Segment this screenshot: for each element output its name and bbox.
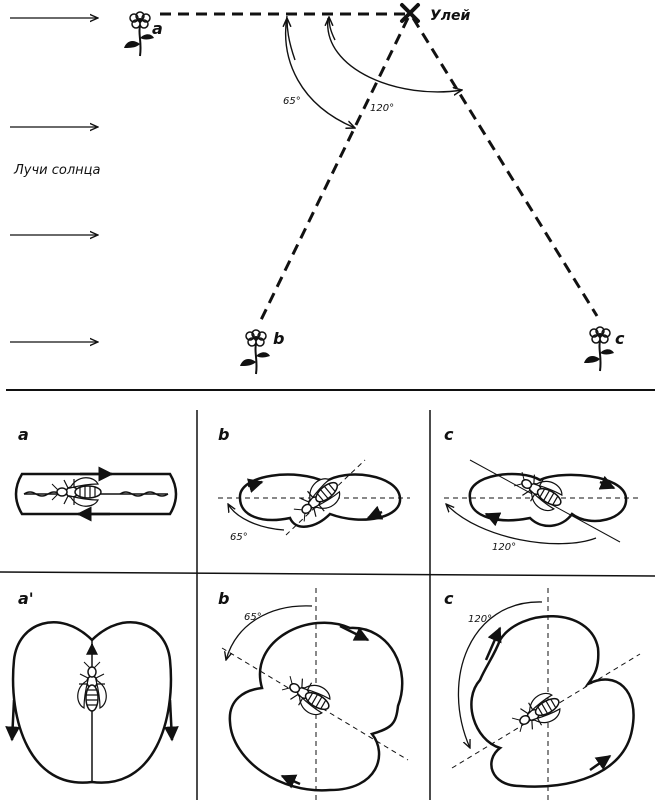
flower-c-label: c <box>615 329 625 348</box>
flower-b-label: b <box>273 329 284 348</box>
angle-label-c-row2: 120° <box>468 614 492 625</box>
bee-icon <box>51 476 102 508</box>
panel-r2-label-a: a' <box>18 589 34 608</box>
bee-icon <box>76 661 108 712</box>
angle-arc-120 <box>327 17 462 92</box>
panel-r1-label-c: c <box>444 425 454 444</box>
dance-b-row1: 65° <box>218 459 410 543</box>
grid-hline <box>0 571 656 577</box>
dance-a-row2 <box>5 621 179 784</box>
sun-rays <box>10 18 98 342</box>
bee-icon <box>289 472 347 527</box>
angle-label-b-row1: 65° <box>230 532 248 543</box>
path-to-b <box>258 17 410 323</box>
bee-icon <box>278 669 337 721</box>
flower-a-icon <box>123 11 155 57</box>
flight-paths <box>160 12 599 323</box>
panel-grid <box>0 410 656 800</box>
angle-arc-b-row1 <box>228 504 285 531</box>
angle-arc-b-row2 <box>226 605 313 660</box>
angle-label-65: 65° <box>283 96 301 107</box>
angle-arc-65-start <box>287 18 296 61</box>
dance-c-row2: 120° <box>451 588 641 800</box>
hive-label: Улей <box>430 8 471 24</box>
angle-arc-65 <box>285 15 355 128</box>
bee-icon <box>508 687 567 739</box>
sun-rays-label: Лучи солнца <box>13 163 100 178</box>
dance-c-row1: 120° <box>444 459 638 553</box>
flower-b-icon <box>239 329 271 375</box>
angle-arc-c-row2 <box>457 601 543 748</box>
angle-arc-c-row1 <box>446 504 597 545</box>
panel-r2-label-b: b <box>218 589 229 608</box>
angle-label-120: 120° <box>370 103 394 114</box>
dance-b-row2: 65° <box>221 588 409 800</box>
hive-marker <box>400 3 420 23</box>
flower-a-label: a <box>152 19 163 38</box>
angle-label-b-row2: 65° <box>244 612 262 623</box>
path-to-c <box>411 17 599 317</box>
panel-r1-label-a: a <box>18 425 29 444</box>
panel-r1-label-b: b <box>218 425 229 444</box>
dance-a-row1 <box>14 466 178 522</box>
angle-label-c-row1: 120° <box>492 542 516 553</box>
panel-r2-label-c: c <box>444 589 454 608</box>
angle-arc-120-start <box>329 17 336 41</box>
flower-c-icon <box>583 326 615 372</box>
